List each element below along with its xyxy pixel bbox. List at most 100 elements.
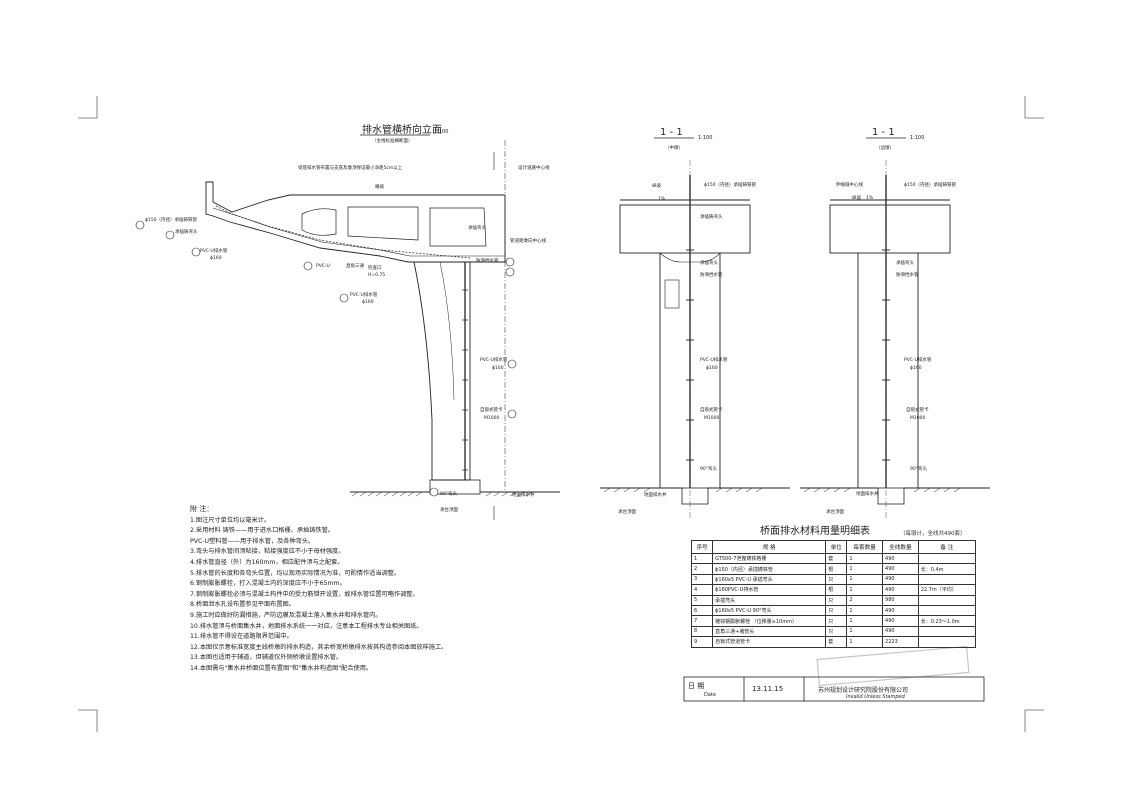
section-a-labels: 纵坡 1% ϕ150（内径）承插铸铁管 承插铸弯头 承插弯头 防滑挡水管 PVC… bbox=[618, 181, 757, 515]
label-ground-well: 地面排水井 bbox=[512, 491, 535, 498]
callout-circles bbox=[135, 220, 517, 497]
footer-date-label-en: Date bbox=[704, 692, 716, 698]
footer-org: 苏州规划设计研究院股份有限公司 bbox=[818, 687, 909, 694]
notes-block: 附 注： 1.图注尺寸单位均以毫米计。 2.采用材料 铸铁——用于进水口格栅、承… bbox=[190, 504, 650, 675]
section-b-title: 1 - 1 bbox=[872, 127, 895, 138]
label-b-bend: 90°弯头 bbox=[910, 465, 927, 472]
label-road-center: 设计道路中心线 bbox=[518, 164, 550, 171]
label-clamp: 自锁式管卡 bbox=[480, 406, 503, 413]
note-item: 8.桥面泄水孔设布置参见平面布置图。 bbox=[190, 601, 295, 609]
note-item: 5.排水管的长度和各弯头位置，均以现场实际情况为准，可酌情作适当调整。 bbox=[190, 569, 401, 577]
cell bbox=[917, 636, 977, 648]
section-a bbox=[600, 160, 790, 520]
note-item: 14.本图需与"集水井桥面位置布置图"和"集水井构造图"配合使用。 bbox=[190, 664, 373, 672]
label-b-gradient: 纵坡 bbox=[852, 194, 861, 201]
label-inspection: 检查口 bbox=[368, 264, 382, 271]
note-item: 13.本图也适用于辅道，但辅道仅外侧桥墩设置排水管。 bbox=[190, 654, 343, 662]
footer-date-label: 日 期 bbox=[688, 682, 705, 690]
label-pier-center: 管道距墩向中心线 bbox=[510, 237, 546, 244]
section-b bbox=[800, 160, 990, 520]
main-subtitle: （主线标准横断面） bbox=[372, 137, 413, 144]
main-title: 排水管横桥向立面 bbox=[362, 123, 442, 136]
section-b-subtitle: （边墩） bbox=[876, 144, 894, 151]
label-d160: ϕ160 bbox=[210, 255, 222, 261]
label-a-slope: 1% bbox=[658, 196, 666, 202]
label-a-base: 承台顶面 bbox=[618, 508, 636, 515]
note-item: 9.施工时应做好防漏措施，严防边膜及混凝土落入集水井和排水管内。 bbox=[190, 611, 382, 619]
label-b-antislip: 防滑挡水管 bbox=[896, 271, 919, 278]
elevation-labels: ϕ150（内径）承插铸铁管 承插铸弯头 PVC-U排水管 ϕ160 PVC-U … bbox=[145, 164, 550, 513]
notes-heading: 附 注： bbox=[190, 505, 214, 513]
label-b-pvcu: PVC-U排水管 bbox=[904, 356, 932, 363]
crop-marks bbox=[78, 96, 1044, 732]
section-a-scale: 1:100 bbox=[698, 135, 712, 141]
label-base-top: 承台顶面 bbox=[440, 506, 458, 513]
note-item: 10.排水管须与桥面集水井，地面排水系统一一对应，注意本工程排水专业相关图纸。 bbox=[190, 622, 423, 630]
footer-invalid: Invalid Unless Stamped bbox=[846, 694, 905, 700]
label-a-bend: 90°弯头 bbox=[700, 465, 717, 472]
label-pvcu-short: PVC-U bbox=[316, 263, 330, 269]
label-b-m1000: M1000 bbox=[910, 415, 925, 421]
note-item: 4.排水管直径（外）为160mm，相应配件须与之配套。 bbox=[190, 558, 344, 566]
footer-date-value: 13.11.15 bbox=[752, 685, 784, 693]
elevation-pier bbox=[350, 140, 560, 520]
main-scale: 1:100 bbox=[434, 129, 448, 135]
label-a-pipe150: ϕ150（内径）承插铸铁管 bbox=[704, 181, 757, 188]
label-b-well: 地面排水井 bbox=[856, 490, 879, 497]
label-a-pvcu: PVC-U排水管 bbox=[700, 356, 728, 363]
label-gradient: 横坡 bbox=[375, 183, 384, 190]
section-b-scale: 1:100 bbox=[910, 135, 924, 141]
label-pvcu3: PVC-U排水管 bbox=[480, 356, 508, 363]
stamp bbox=[816, 645, 970, 687]
label-b-d160: ϕ160 bbox=[910, 365, 922, 371]
cell: 套 bbox=[825, 636, 848, 648]
note-item: 3.弯头与排水管间须粘接，粘接强度应不小于母材强度。 bbox=[190, 548, 345, 556]
label-pvcu2: PVC-U排水管 bbox=[350, 291, 378, 298]
note-item: 11.排水管不得设在道路限界范围中。 bbox=[190, 633, 293, 641]
section-b-labels: 伸缩缝中心线 纵坡 1% ϕ150（内径）承插铸铁管 承插弯头 防滑挡水管 PV… bbox=[826, 181, 957, 515]
label-b-expansion: 伸缩缝中心线 bbox=[836, 181, 863, 188]
label-top-note: 梁底排水管布置与支座及墩顶保证最小净距5cm以上 bbox=[298, 164, 403, 171]
label-b-socket: 承插弯头 bbox=[896, 259, 914, 266]
label-a-well: 地面排水井 bbox=[644, 491, 667, 498]
note-item: 2.采用材料 铸铁——用于进水口格栅、承插铸铁管。 bbox=[190, 527, 334, 535]
label-pipe150: ϕ150（内径）承插铸铁管 bbox=[145, 216, 198, 223]
label-elbow: 承插铸弯头 bbox=[175, 228, 198, 235]
table-title: 桥面排水材料用量明细表 bbox=[760, 526, 870, 537]
label-pvcu: PVC-U排水管 bbox=[200, 247, 228, 254]
note-item: 1.图注尺寸单位均以毫米计。 bbox=[190, 516, 271, 524]
note-item: 7.钢制膨胀螺栓必须与混凝土构件中的受力筋错开设置，故排水管位置可略作调整。 bbox=[190, 590, 419, 598]
label-d160-2: ϕ160 bbox=[362, 299, 374, 305]
section-a-title: 1 - 1 bbox=[660, 127, 683, 138]
label-a-gradient: 纵坡 bbox=[652, 182, 661, 189]
label-a-socket: 承插弯头 bbox=[700, 259, 718, 266]
label-a-m1000: M1000 bbox=[704, 415, 719, 421]
section-a-subtitle: （中墩） bbox=[665, 144, 683, 151]
label-a-d160: ϕ160 bbox=[706, 365, 718, 371]
note-item: 6.钢制膨胀螺栓，打入混凝土内的深度应不小于65mm。 bbox=[190, 580, 346, 588]
label-d160-3: ϕ160 bbox=[492, 365, 504, 371]
label-b-slope: 1% bbox=[866, 195, 874, 201]
note-item: PVC-U塑料管——用于排水管，及各种弯头。 bbox=[190, 537, 315, 545]
label-a-elbow: 承插铸弯头 bbox=[700, 213, 723, 220]
label-a-antislip: 防滑挡水管 bbox=[700, 271, 723, 278]
label-socket-elbow: 承插弯头 bbox=[468, 224, 486, 231]
cell: 9 bbox=[690, 636, 714, 648]
table-note: （每墩计，全线共490套） bbox=[900, 531, 966, 537]
label-bend90: 90°弯头 bbox=[440, 490, 457, 497]
note-item: 12.本图仅示意标准宽度主线桥墩的排水构造，其余桥宽桥墩排水按其构造参阅本图放样… bbox=[190, 643, 448, 651]
label-b-base: 承台顶面 bbox=[826, 508, 844, 515]
label-a-clamp: 自锁式管卡 bbox=[700, 406, 723, 413]
label-b-clamp: 自锁式管卡 bbox=[906, 406, 929, 413]
label-inspection-h: H=0.75 bbox=[368, 272, 385, 278]
label-b-pipe150: ϕ150（内径）承插铸铁管 bbox=[904, 181, 957, 188]
label-tee: 直角三通 bbox=[346, 262, 364, 269]
label-anti-slip: 防滑挡水管 bbox=[476, 257, 499, 264]
label-m1000: M1000 bbox=[484, 415, 499, 421]
